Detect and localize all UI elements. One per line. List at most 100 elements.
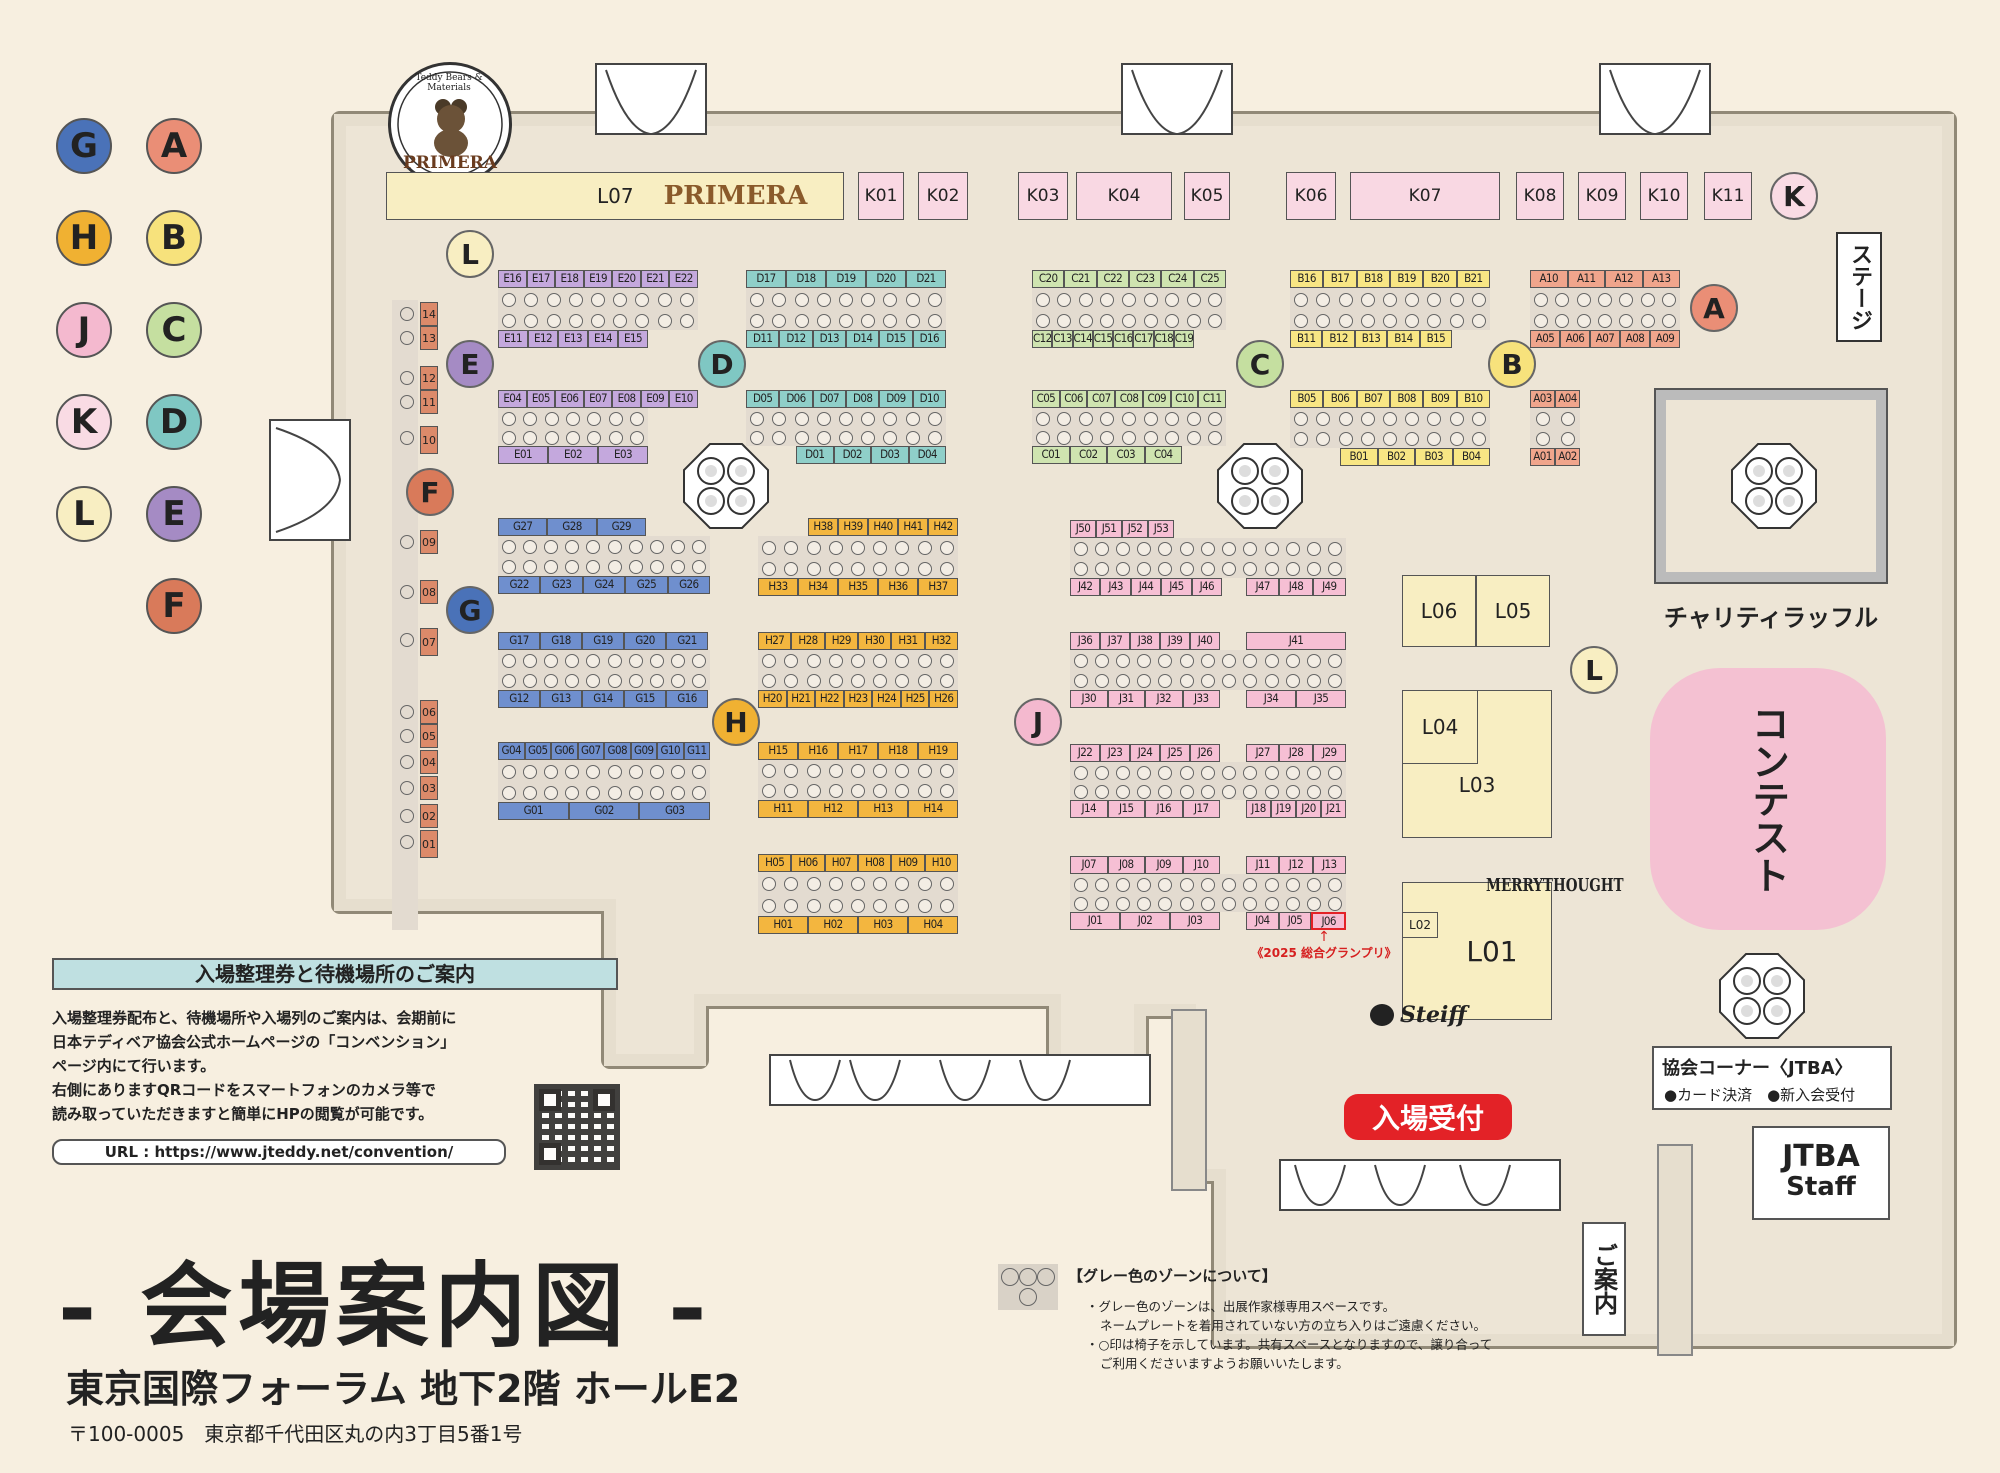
booth-j18[interactable]: J18 (1246, 800, 1271, 818)
room-l02[interactable]: L02 (1402, 912, 1438, 938)
booth-e13[interactable]: E13 (558, 330, 588, 348)
booth-e10[interactable]: E10 (669, 390, 699, 408)
booth-j17[interactable]: J17 (1182, 800, 1220, 818)
booth-g28[interactable]: G28 (547, 518, 597, 536)
zone-marker-d[interactable]: D (698, 340, 746, 388)
booth-b19[interactable]: B19 (1389, 270, 1424, 288)
booth-d14[interactable]: D14 (845, 330, 880, 348)
booth-g03[interactable]: G03 (639, 802, 711, 820)
booth-c20[interactable]: C20 (1032, 270, 1065, 288)
booth-j53[interactable]: J53 (1148, 520, 1174, 538)
booth-h35[interactable]: H35 (838, 578, 878, 596)
booth-h18[interactable]: H18 (878, 742, 918, 760)
booth-j03[interactable]: J03 (1170, 912, 1220, 930)
booth-g12[interactable]: G12 (498, 690, 540, 708)
booth-e03[interactable]: E03 (598, 446, 648, 464)
booth-d02[interactable]: D02 (833, 446, 871, 464)
booth-d11[interactable]: D11 (746, 330, 780, 348)
booth-b09[interactable]: B09 (1423, 390, 1457, 408)
booth-g02[interactable]: G02 (568, 802, 640, 820)
zone-marker-l[interactable]: L (446, 230, 494, 278)
booth-a04[interactable]: A04 (1555, 390, 1580, 408)
booth-j15[interactable]: J15 (1107, 800, 1145, 818)
booth-h19[interactable]: H19 (918, 742, 958, 760)
booth-c05[interactable]: C05 (1032, 390, 1060, 408)
booth-f11[interactable]: 11 (420, 390, 438, 414)
booth-j07[interactable]: J07 (1070, 856, 1108, 874)
zone-marker-c[interactable]: C (1236, 340, 1284, 388)
booth-d09[interactable]: D09 (879, 390, 913, 408)
booth-c10[interactable]: C10 (1170, 390, 1199, 408)
booth-h32[interactable]: H32 (924, 632, 958, 650)
booth-f14[interactable]: 14 (420, 302, 438, 326)
booth-e01[interactable]: E01 (498, 446, 548, 464)
booth-b05[interactable]: B05 (1290, 390, 1324, 408)
booth-a10[interactable]: A10 (1530, 270, 1568, 288)
booth-a08[interactable]: A08 (1620, 330, 1650, 348)
booth-j31[interactable]: J31 (1107, 690, 1145, 708)
booth-j06[interactable]: J06 (1311, 912, 1347, 930)
booth-k06[interactable]: K06 (1286, 172, 1336, 220)
booth-j09[interactable]: J09 (1145, 856, 1183, 874)
booth-f07[interactable]: 07 (420, 628, 438, 656)
booth-h01[interactable]: H01 (758, 916, 808, 934)
booth-e05[interactable]: E05 (526, 390, 556, 408)
booth-f12[interactable]: 12 (420, 366, 438, 390)
booth-h05[interactable]: H05 (758, 854, 792, 872)
booth-b04[interactable]: B04 (1452, 448, 1490, 466)
zone-legend-f[interactable]: F (146, 578, 202, 634)
booth-j30[interactable]: J30 (1070, 690, 1108, 708)
booth-h40[interactable]: H40 (868, 518, 898, 536)
booth-j20[interactable]: J20 (1296, 800, 1321, 818)
booth-d08[interactable]: D08 (845, 390, 880, 408)
booth-h15[interactable]: H15 (758, 742, 798, 760)
booth-j26[interactable]: J26 (1190, 744, 1220, 762)
booth-j25[interactable]: J25 (1160, 744, 1190, 762)
booth-c18[interactable]: C18 (1153, 330, 1174, 348)
booth-j52[interactable]: J52 (1122, 520, 1148, 538)
booth-h20[interactable]: H20 (758, 690, 787, 708)
booth-g26[interactable]: G26 (667, 576, 711, 594)
booth-j41[interactable]: J41 (1246, 632, 1346, 650)
booth-c23[interactable]: C23 (1128, 270, 1162, 288)
booth-j10[interactable]: J10 (1182, 856, 1220, 874)
booth-b10[interactable]: B10 (1456, 390, 1490, 408)
booth-c09[interactable]: C09 (1142, 390, 1171, 408)
booth-a03[interactable]: A03 (1530, 390, 1555, 408)
booth-e09[interactable]: E09 (640, 390, 670, 408)
booth-f01[interactable]: 01 (420, 830, 438, 858)
booth-f09[interactable]: 09 (420, 530, 438, 554)
booth-j48[interactable]: J48 (1279, 578, 1313, 596)
booth-g27[interactable]: G27 (498, 518, 548, 536)
booth-j33[interactable]: J33 (1182, 690, 1220, 708)
booth-g08[interactable]: G08 (604, 742, 631, 760)
booth-c19[interactable]: C19 (1173, 330, 1194, 348)
zone-legend-b[interactable]: B (146, 210, 202, 266)
booth-g17[interactable]: G17 (498, 632, 540, 650)
booth-a06[interactable]: A06 (1560, 330, 1590, 348)
room-l05[interactable]: L05 (1476, 575, 1550, 647)
booth-d15[interactable]: D15 (879, 330, 913, 348)
booth-b03[interactable]: B03 (1415, 448, 1453, 466)
booth-d21[interactable]: D21 (906, 270, 946, 288)
booth-g23[interactable]: G23 (540, 576, 583, 594)
booth-g07[interactable]: G07 (577, 742, 604, 760)
booth-k10[interactable]: K10 (1640, 172, 1688, 220)
booth-h25[interactable]: H25 (900, 690, 930, 708)
booth-j19[interactable]: J19 (1271, 800, 1296, 818)
booth-c14[interactable]: C14 (1072, 330, 1093, 348)
booth-j40[interactable]: J40 (1190, 632, 1220, 650)
booth-g04[interactable]: G04 (498, 742, 525, 760)
booth-b08[interactable]: B08 (1389, 390, 1424, 408)
booth-e08[interactable]: E08 (612, 390, 641, 408)
booth-g01[interactable]: G01 (498, 802, 569, 820)
booth-b13[interactable]: B13 (1354, 330, 1388, 348)
booth-h41[interactable]: H41 (898, 518, 928, 536)
booth-j16[interactable]: J16 (1145, 800, 1183, 818)
booth-j50[interactable]: J50 (1070, 520, 1096, 538)
booth-b07[interactable]: B07 (1356, 390, 1390, 408)
booth-f13[interactable]: 13 (420, 326, 438, 350)
zone-legend-l[interactable]: L (56, 486, 112, 542)
booth-j24[interactable]: J24 (1130, 744, 1160, 762)
booth-c01[interactable]: C01 (1032, 446, 1070, 464)
